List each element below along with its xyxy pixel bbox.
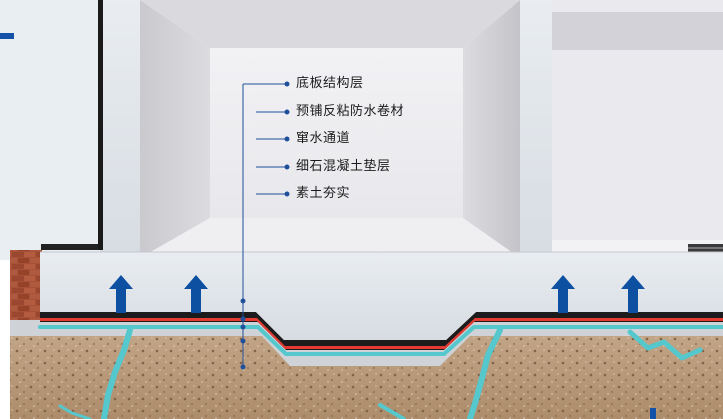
room-floor [140,218,520,258]
black-membrane-layer [40,312,723,350]
right-room-ceiling [552,12,723,50]
label-base-slab: 底板结构层 [296,76,364,91]
label-pre-laid-membrane: 预铺反粘防水卷材 [296,104,405,119]
label-compacted-soil: 素土夯实 [296,186,351,201]
exterior-background [0,0,100,260]
center-column [520,0,552,262]
base-slab-layer [40,252,723,340]
label-water-channel: 窜水通道 [296,131,351,146]
room-back-wall [210,48,463,218]
fine-aggregate-concrete-layer [10,320,723,366]
room-left-face [140,0,210,258]
room-right-face [463,0,520,258]
left-wall-membrane [98,0,103,250]
corner-accent-right [650,408,656,419]
label-fine-aggregate-concrete: 细石混凝土垫层 [296,159,391,174]
left-wall [100,0,140,262]
room-ceiling [140,0,520,48]
water-channel-paths [38,325,723,419]
up-arrow-icon [109,275,645,313]
left-step-membrane [41,244,98,250]
leader-lines [240,81,290,370]
corner-accent-left [0,33,14,39]
